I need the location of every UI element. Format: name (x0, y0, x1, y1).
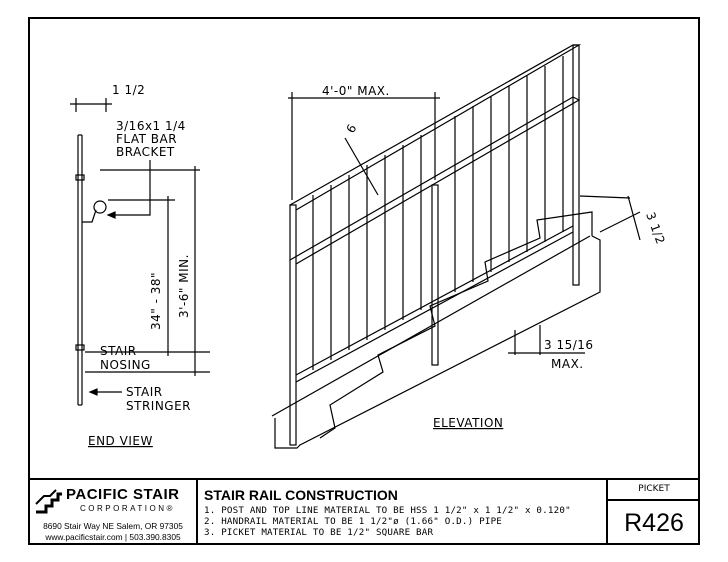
post-left (289, 204, 297, 446)
stringer-label-2: STRINGER (126, 399, 191, 413)
post-spacing-label: 4'-0" MAX. (322, 84, 390, 98)
bracket-label-3: BRACKET (116, 145, 175, 159)
min-height-label: 3'-6" MIN. (177, 254, 191, 318)
drawing-title: STAIR RAIL CONSTRUCTION (204, 487, 398, 503)
company-contact: www.pacificstair.com | 503.390.8305 (45, 532, 181, 542)
stair-logo-icon (35, 489, 62, 514)
end-view (70, 98, 210, 406)
company-address: 8690 Stair Way NE Salem, OR 97305 (43, 521, 183, 531)
elevation-title: ELEVATION (433, 416, 503, 430)
note-1: 1. POST AND TOP LINE MATERIAL TO BE HSS … (204, 505, 571, 516)
end-view-title: END VIEW (88, 434, 153, 448)
end-view-width-label: 1 1/2 (112, 83, 145, 97)
picket-spacing-label: 6 (343, 121, 359, 135)
nosing-label-1: STAIR (100, 344, 137, 358)
note-2: 2. HANDRAIL MATERIAL TO BE 1 1/2"ø (1.66… (204, 516, 503, 527)
company-subtitle: CORPORATION® (80, 504, 175, 513)
note-3: 3. PICKET MATERIAL TO BE 1/2" SQUARE BAR (204, 527, 434, 538)
step-gap-label-1: 3 15/16 (544, 338, 594, 352)
stair-steps (319, 211, 593, 439)
end-view-clip-top (75, 174, 85, 181)
stringer-top-edge (271, 235, 591, 417)
step-gap-label-2: MAX. (551, 357, 584, 371)
stair-stringer (274, 235, 601, 449)
end-view-bracket-leader (108, 160, 151, 216)
title-block: PACIFIC STAIR CORPORATION® 8690 Stair Wa… (28, 479, 700, 545)
height-range-label: 34" - 38" (149, 272, 163, 330)
handrail (289, 96, 581, 265)
company-logo-cell: PACIFIC STAIR CORPORATION® 8690 Stair Wa… (28, 479, 198, 545)
end-view-clip-bottom (75, 344, 85, 351)
drawing-code-cell: PICKET R426 (608, 479, 700, 545)
post-middle (431, 184, 439, 366)
end-view-handrail (93, 200, 107, 214)
picket-spacing-leader (344, 137, 379, 196)
drawing-sheet-border (28, 17, 700, 545)
bottom-rail-lower (295, 231, 574, 383)
bracket-label-2: FLAT BAR (116, 132, 177, 146)
post-offset-dim (627, 195, 641, 241)
drawing-number: R426 (624, 509, 684, 537)
drawing-notes-cell: STAIR RAIL CONSTRUCTION 1. POST AND TOP … (198, 479, 608, 545)
end-view-bracket (82, 209, 97, 223)
nosing-label-2: NOSING (100, 358, 151, 372)
post-offset-label: 3 1/2 (643, 210, 668, 246)
bracket-label-1: 3/16x1 1/4 (116, 119, 186, 133)
pickets (312, 56, 564, 370)
code-label: PICKET (608, 479, 700, 501)
company-name: PACIFIC STAIR (66, 486, 180, 503)
elevation-view (271, 44, 641, 449)
stringer-label-1: STAIR (126, 385, 163, 399)
top-line (289, 44, 582, 211)
post-right (572, 44, 580, 286)
